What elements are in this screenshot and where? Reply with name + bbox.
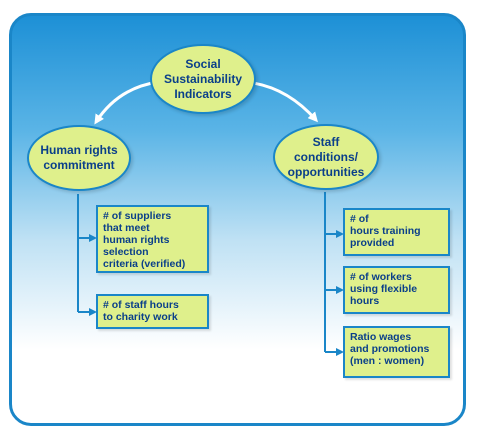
left-category-label: Human rights commitment: [40, 143, 118, 172]
right-category-label: Staff conditions/ opportunities: [287, 134, 365, 179]
right-category-node: Staff conditions/ opportunities: [273, 124, 379, 190]
right-indicator-box: # of workers using flexible hours: [343, 266, 450, 314]
root-node-label: Social Sustainability Indicators: [163, 56, 243, 101]
left-indicator-box: # of suppliers that meet human rights se…: [96, 205, 209, 273]
root-node: Social Sustainability Indicators: [150, 44, 256, 114]
left-category-node: Human rights commitment: [27, 125, 131, 191]
right-indicator-box: Ratio wages and promotions (men : women): [343, 326, 450, 378]
left-indicator-box: # of staff hours to charity work: [96, 294, 209, 329]
right-indicator-box: # of hours training provided: [343, 208, 450, 256]
